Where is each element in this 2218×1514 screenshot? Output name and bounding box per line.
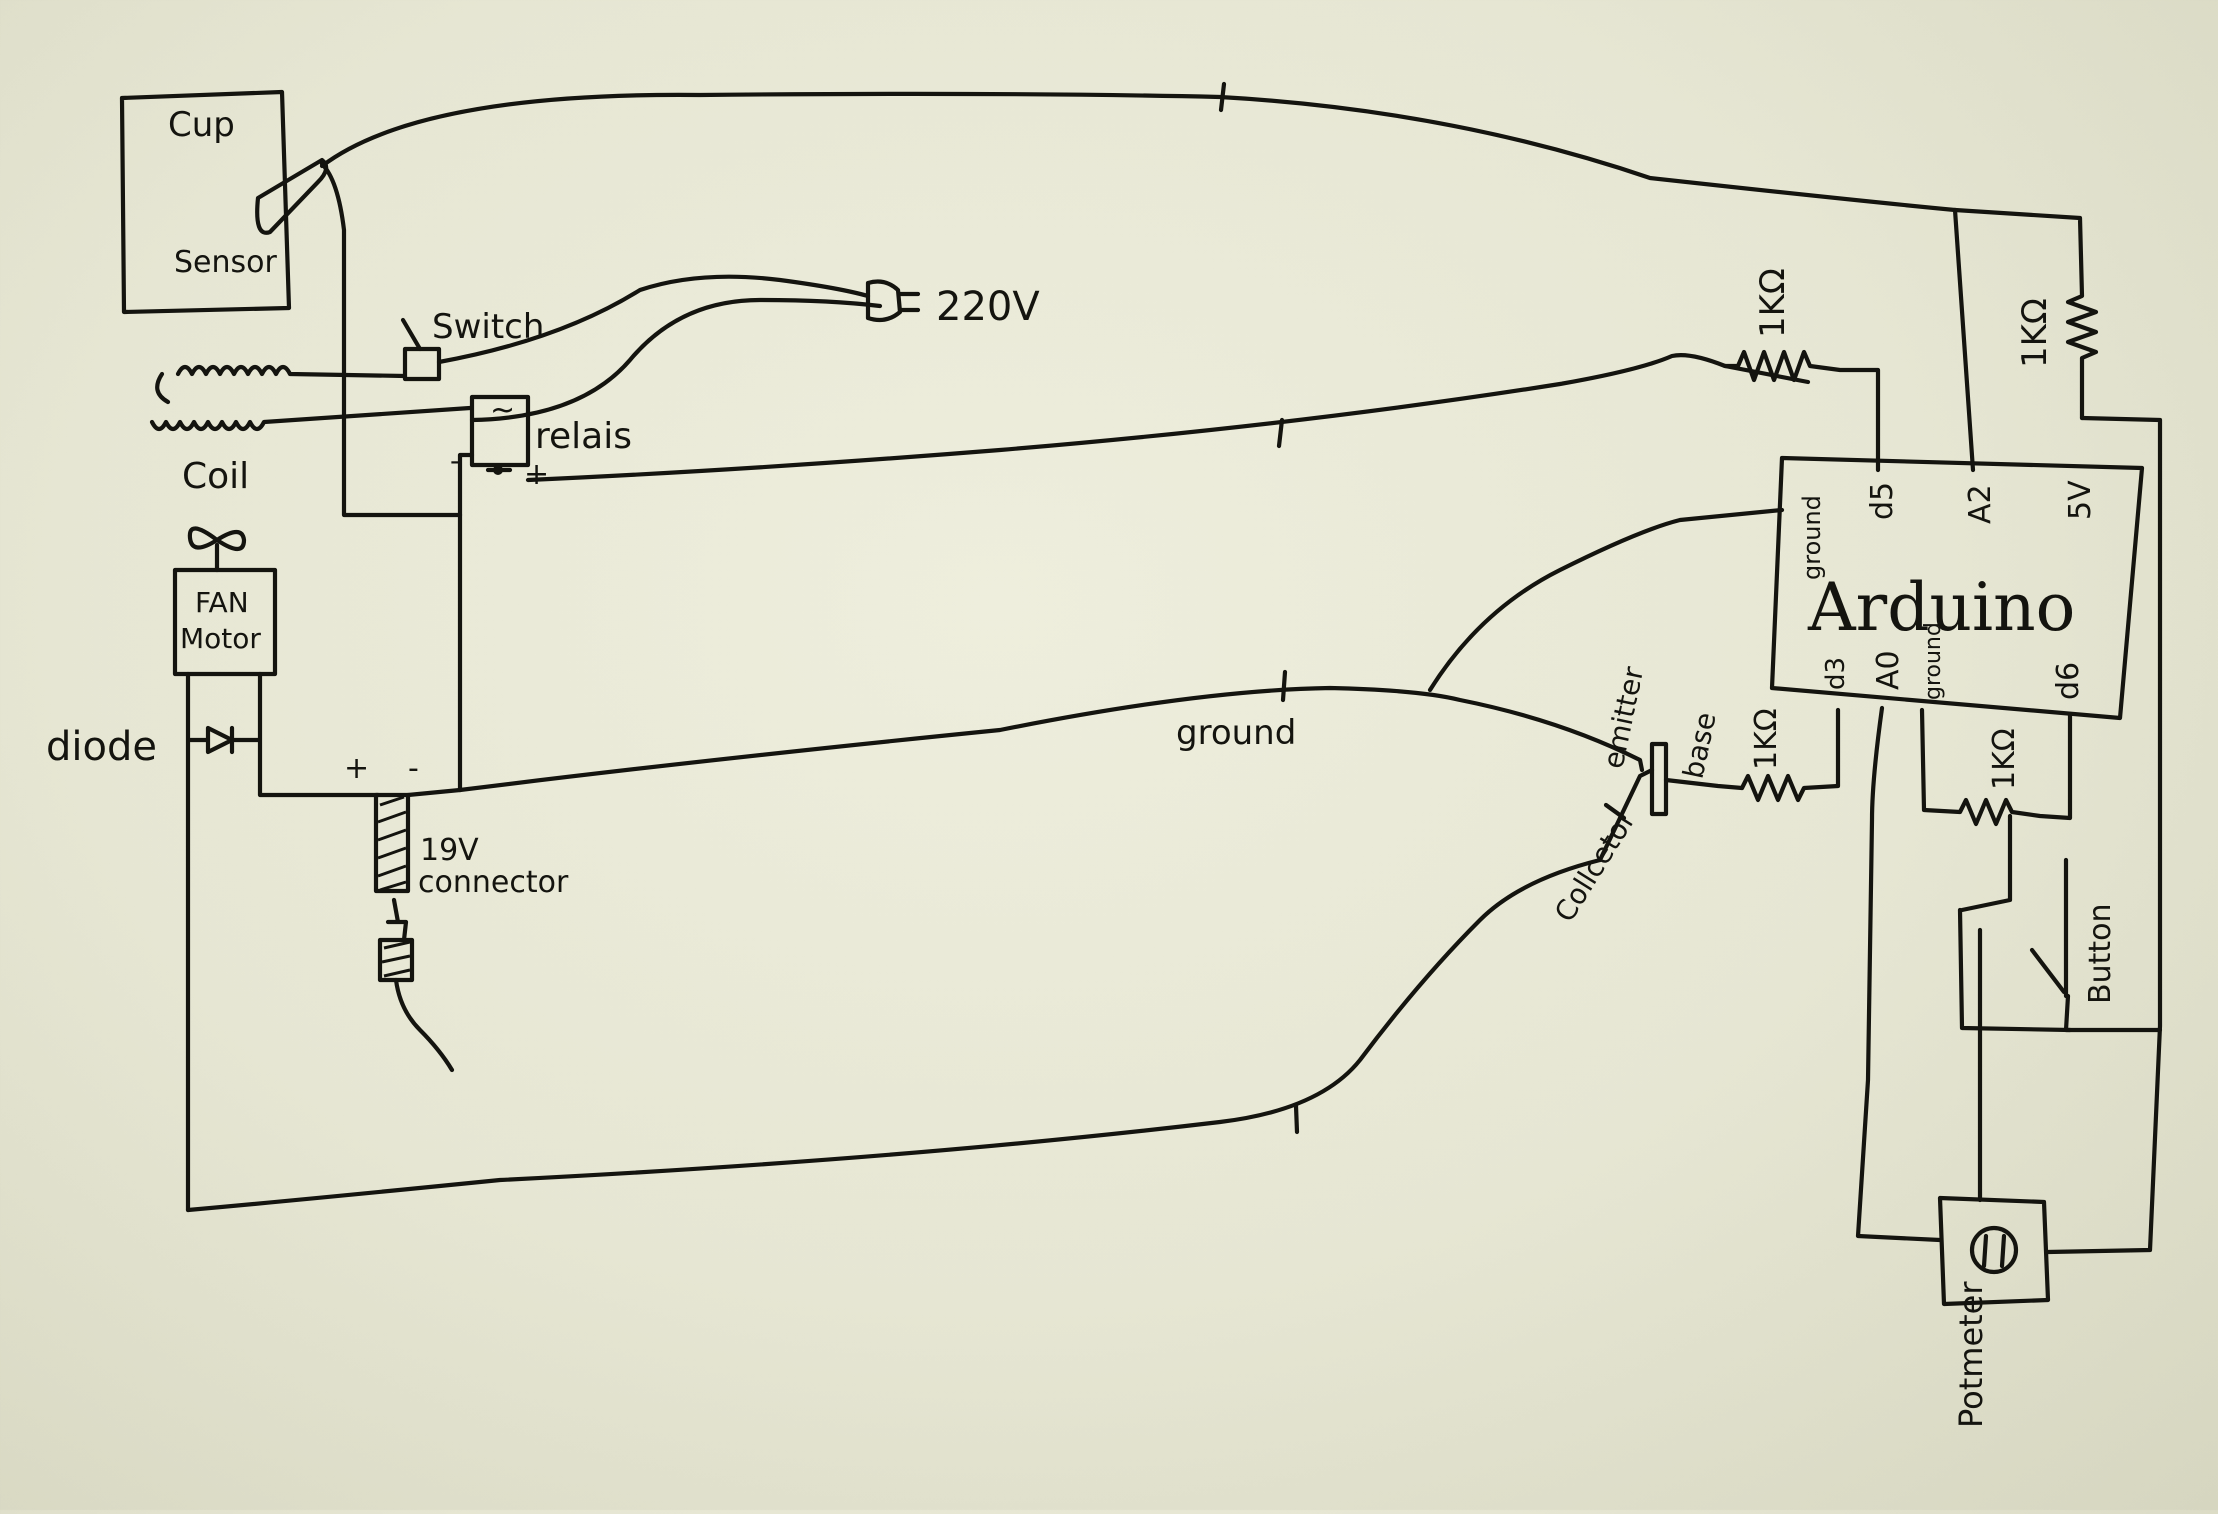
potentiometer-label: Potmeter: [1952, 1281, 1990, 1428]
cup-label: Cup: [168, 105, 235, 145]
relay-label: relais: [535, 416, 632, 457]
relay-minus: -: [450, 444, 460, 477]
collector-wire: [185, 857, 1603, 1213]
mains-plug: 220V: [865, 279, 1040, 330]
fan-label-line1: FAN: [195, 586, 249, 619]
base-label: base: [1677, 709, 1723, 781]
resistor-button: 1KΩ: [1919, 707, 2073, 827]
cup: Cup Sensor: [119, 89, 292, 315]
relay-plus: +: [524, 457, 549, 492]
mains-voltage-label: 220V: [936, 284, 1040, 330]
fan-label-line2: Motor: [180, 622, 261, 655]
resistor-base: 1KΩ: [1739, 707, 1841, 803]
ground-label: ground: [1176, 713, 1296, 753]
ground-wire: ground: [457, 507, 1785, 793]
pin-d6: d6: [2051, 662, 2086, 700]
resistor-right: 1KΩ: [1952, 207, 2099, 473]
sensor-label: Sensor: [174, 245, 277, 280]
pin-d3: d3: [1821, 657, 1851, 690]
relay-ac-symbol: ~: [490, 393, 515, 428]
connector-minus: -: [408, 751, 419, 786]
connector-label-line2: connector: [418, 865, 569, 900]
resistor-right-label: 1KΩ: [2015, 298, 2055, 368]
collector-label: Collcetor: [1548, 804, 1642, 927]
power-connector: + - 19V connector: [344, 751, 569, 1073]
pin-a0: A0: [1871, 650, 1906, 690]
connector-label-line1: 19V: [420, 833, 479, 868]
relay: ~ relais - +: [450, 297, 1811, 793]
push-button: Button: [1957, 813, 2118, 1033]
temperature-sensor: [255, 81, 1958, 518]
potentiometer: Potmeter: [1937, 927, 2051, 1428]
arduino-board: Arduino ground d5 A2 5V d3 A0 ground d6: [1769, 455, 2145, 721]
switch: Switch: [400, 274, 871, 382]
fan-motor: FAN Motor: [172, 526, 381, 1213]
coil-label: Coil: [182, 456, 249, 497]
connector-plus: +: [344, 751, 369, 786]
resistor-top: 1KΩ: [1722, 268, 1881, 473]
pin-ground-top: ground: [1798, 495, 1826, 580]
arduino-label: Arduino: [1807, 569, 2075, 646]
diode: diode: [46, 724, 261, 770]
pin-d5: d5: [1865, 482, 1900, 520]
resistor-button-label: 1KΩ: [1987, 728, 2022, 790]
pin-5v: 5V: [2063, 480, 2098, 520]
emitter-label: emitter: [1597, 663, 1651, 771]
coil: Coil: [149, 364, 473, 497]
resistor-top-label: 1KΩ: [1753, 268, 1793, 338]
button-label: Button: [2083, 904, 2118, 1005]
pin-ground-bottom: ground: [1921, 622, 1946, 700]
resistor-base-label: 1KΩ: [1749, 708, 1784, 770]
pin-a2: A2: [1963, 484, 1998, 524]
transistor: emitter base Collcetor: [1548, 663, 1745, 928]
diode-label: diode: [46, 724, 157, 770]
